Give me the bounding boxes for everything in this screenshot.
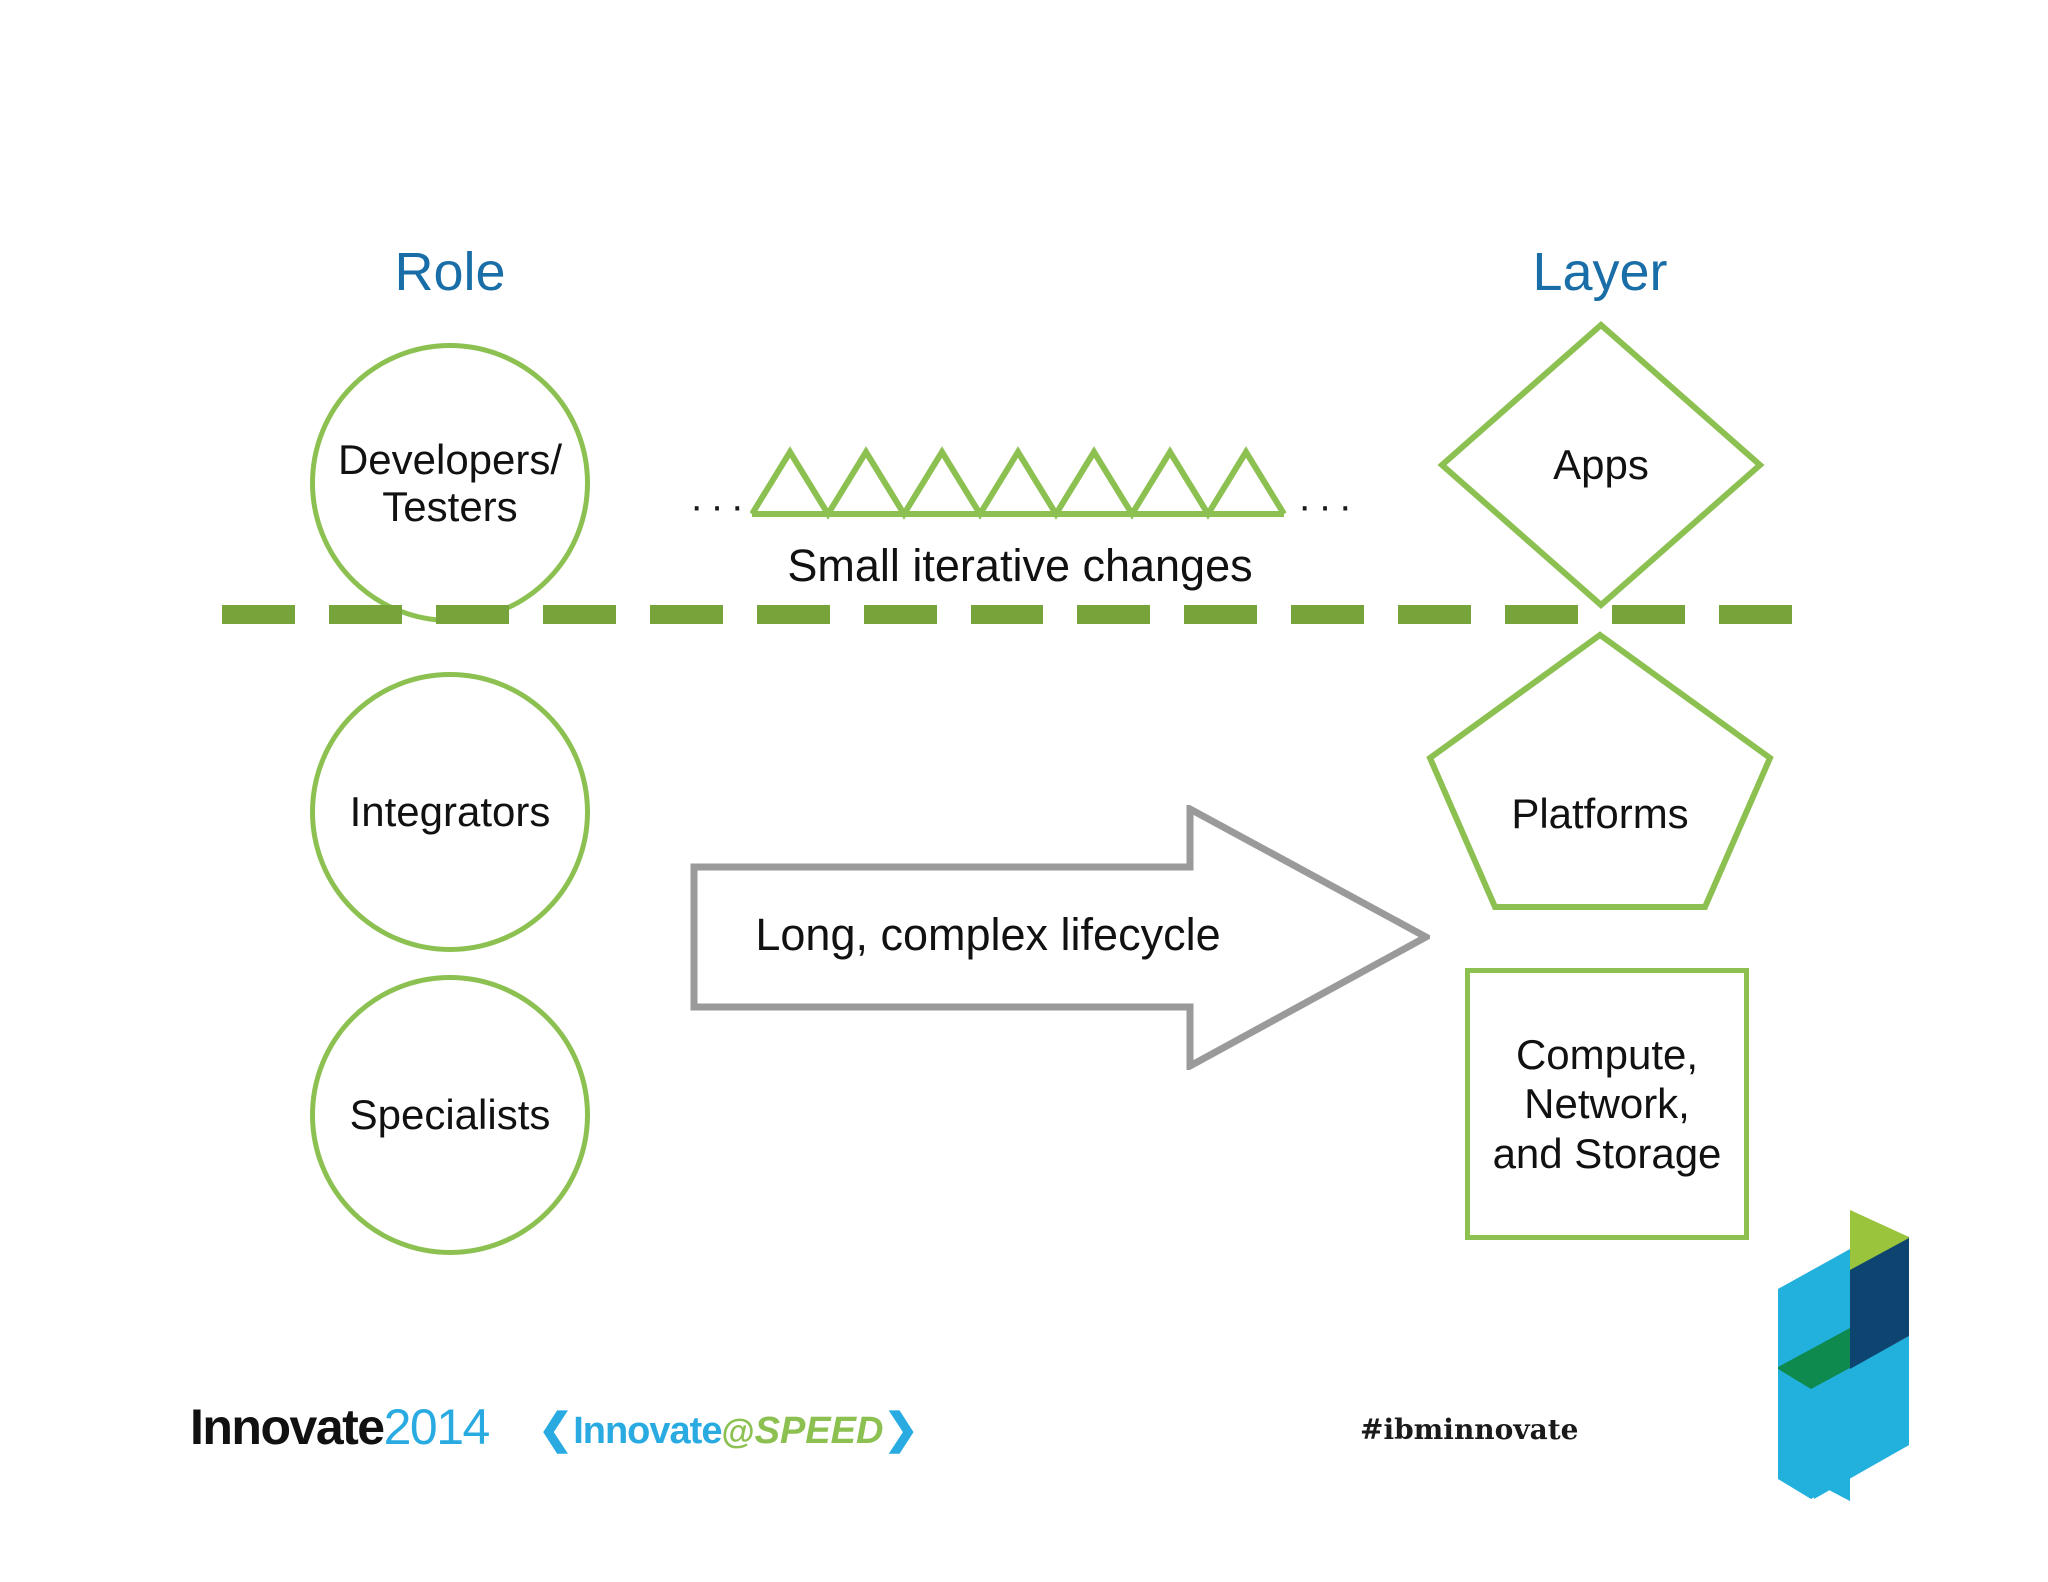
chevron-left-icon: ❮ (538, 1405, 574, 1452)
speed-innovate-word: Innovate (573, 1410, 722, 1452)
speed-word: SPEED (754, 1410, 884, 1452)
ibm-ribbon-icon (1778, 1210, 1909, 1501)
layer-label: Apps (1553, 441, 1649, 488)
role-label: Developers/ Testers (337, 435, 563, 530)
lifecycle-arrow-label: Long, complex lifecycle (755, 909, 1221, 960)
layer-label: Compute, Network, and Storage (1492, 1030, 1722, 1177)
layer-label: Platforms (1511, 790, 1689, 837)
innovate-at-speed-logo: ❮Innovate@SPEED❯ (538, 1405, 919, 1452)
diamond-icon (1437, 321, 1765, 609)
dashed-divider (222, 605, 1792, 624)
divider-dash (328, 605, 402, 624)
role-label: Integrators (349, 788, 551, 836)
zigzag-triangles-icon (750, 446, 1287, 520)
divider-dash (1398, 605, 1472, 624)
divider-dash (756, 605, 830, 624)
at-symbol-icon: @ (721, 1413, 755, 1451)
divider-dash (1184, 605, 1258, 624)
hashtag-label: #ibminnovate (1360, 1413, 1579, 1446)
ellipsis-left-icon: ··· (690, 484, 751, 528)
divider-dash (1077, 605, 1151, 624)
divider-dash (1612, 605, 1686, 624)
layer-shape-apps: Apps (1437, 320, 1765, 610)
layer-shape-compute-network-storage: Compute, Network, and Storage (1465, 968, 1749, 1240)
innovate-2014-logo: Innovate2014 (190, 1399, 491, 1455)
role-column-heading: Role (394, 242, 506, 302)
small-iterative-changes-caption: Small iterative changes (787, 540, 1253, 591)
role-circle-specialists: Specialists (310, 975, 590, 1255)
divider-dash (863, 605, 937, 624)
chevron-right-icon: ❯ (883, 1405, 919, 1452)
ibm-ribbon-logo (1778, 1183, 1978, 1501)
divider-dash (649, 605, 723, 624)
long-complex-lifecycle-arrow: Long, complex lifecycle (690, 805, 1430, 1070)
role-label: Specialists (349, 1091, 551, 1139)
small-iterative-changes-group: ··· ··· Small iterative changes (690, 440, 1360, 620)
innovate-wordmark: Innovate (190, 1399, 385, 1455)
divider-dash (1291, 605, 1365, 624)
divider-dash (970, 605, 1044, 624)
innovate-year: 2014 (383, 1399, 491, 1455)
divider-dash (1719, 605, 1792, 624)
divider-dash (1505, 605, 1579, 624)
ellipsis-right-icon: ··· (1298, 484, 1359, 528)
divider-dash (435, 605, 509, 624)
role-circle-integrators: Integrators (310, 672, 590, 952)
layer-shape-platforms: Platforms (1425, 630, 1775, 912)
role-circle-developers-testers: Developers/ Testers (310, 343, 590, 623)
layer-column-heading: Layer (1532, 242, 1668, 302)
divider-dash (222, 605, 295, 624)
pentagon-icon (1426, 631, 1774, 910)
divider-dash (542, 605, 616, 624)
arrow-right-icon (690, 805, 1430, 1070)
